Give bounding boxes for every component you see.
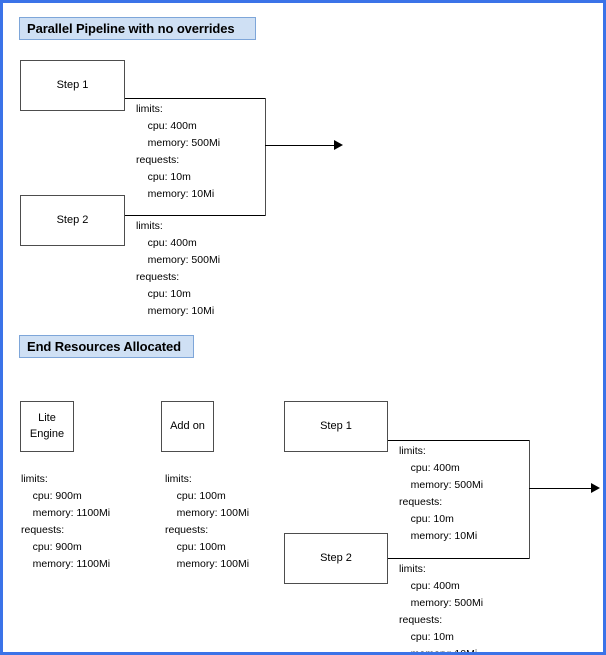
arrow-head-top-output-icon: [334, 140, 343, 150]
connector-bottom-vertical: [529, 440, 531, 559]
connector-bottom-step2-horizontal: [388, 558, 530, 560]
resources-bottom-step2: limits: cpu: 400m memory: 500Mi requests…: [399, 563, 484, 655]
node-bottom-step2[interactable]: Step 2: [284, 533, 388, 584]
connector-top-step2-horizontal: [125, 215, 266, 217]
arrow-head-bottom-output-icon: [591, 483, 600, 493]
node-add-on[interactable]: Add on: [161, 401, 214, 452]
connector-top-output-line: [265, 145, 336, 147]
section-title-end-resources: End Resources Allocated: [19, 335, 194, 358]
resources-add-on: limits: cpu: 100m memory: 100Mi requests…: [165, 473, 250, 570]
section-title-parallel-pipeline: Parallel Pipeline with no overrides: [19, 17, 256, 40]
resources-top-step1: limits: cpu: 400m memory: 500Mi requests…: [136, 103, 221, 200]
node-bottom-step1[interactable]: Step 1: [284, 401, 388, 452]
node-top-step1[interactable]: Step 1: [20, 60, 125, 111]
connector-top-vertical: [265, 98, 267, 216]
resources-bottom-step1: limits: cpu: 400m memory: 500Mi requests…: [399, 445, 484, 542]
node-lite-engine[interactable]: Lite Engine: [20, 401, 74, 452]
node-top-step2[interactable]: Step 2: [20, 195, 125, 246]
connector-bottom-output-line: [529, 488, 593, 490]
connector-top-step1-horizontal: [125, 98, 266, 100]
resources-lite-engine: limits: cpu: 900m memory: 1100Mi request…: [21, 473, 111, 570]
connector-bottom-step1-horizontal: [388, 440, 530, 442]
resources-top-step2: limits: cpu: 400m memory: 500Mi requests…: [136, 220, 221, 317]
